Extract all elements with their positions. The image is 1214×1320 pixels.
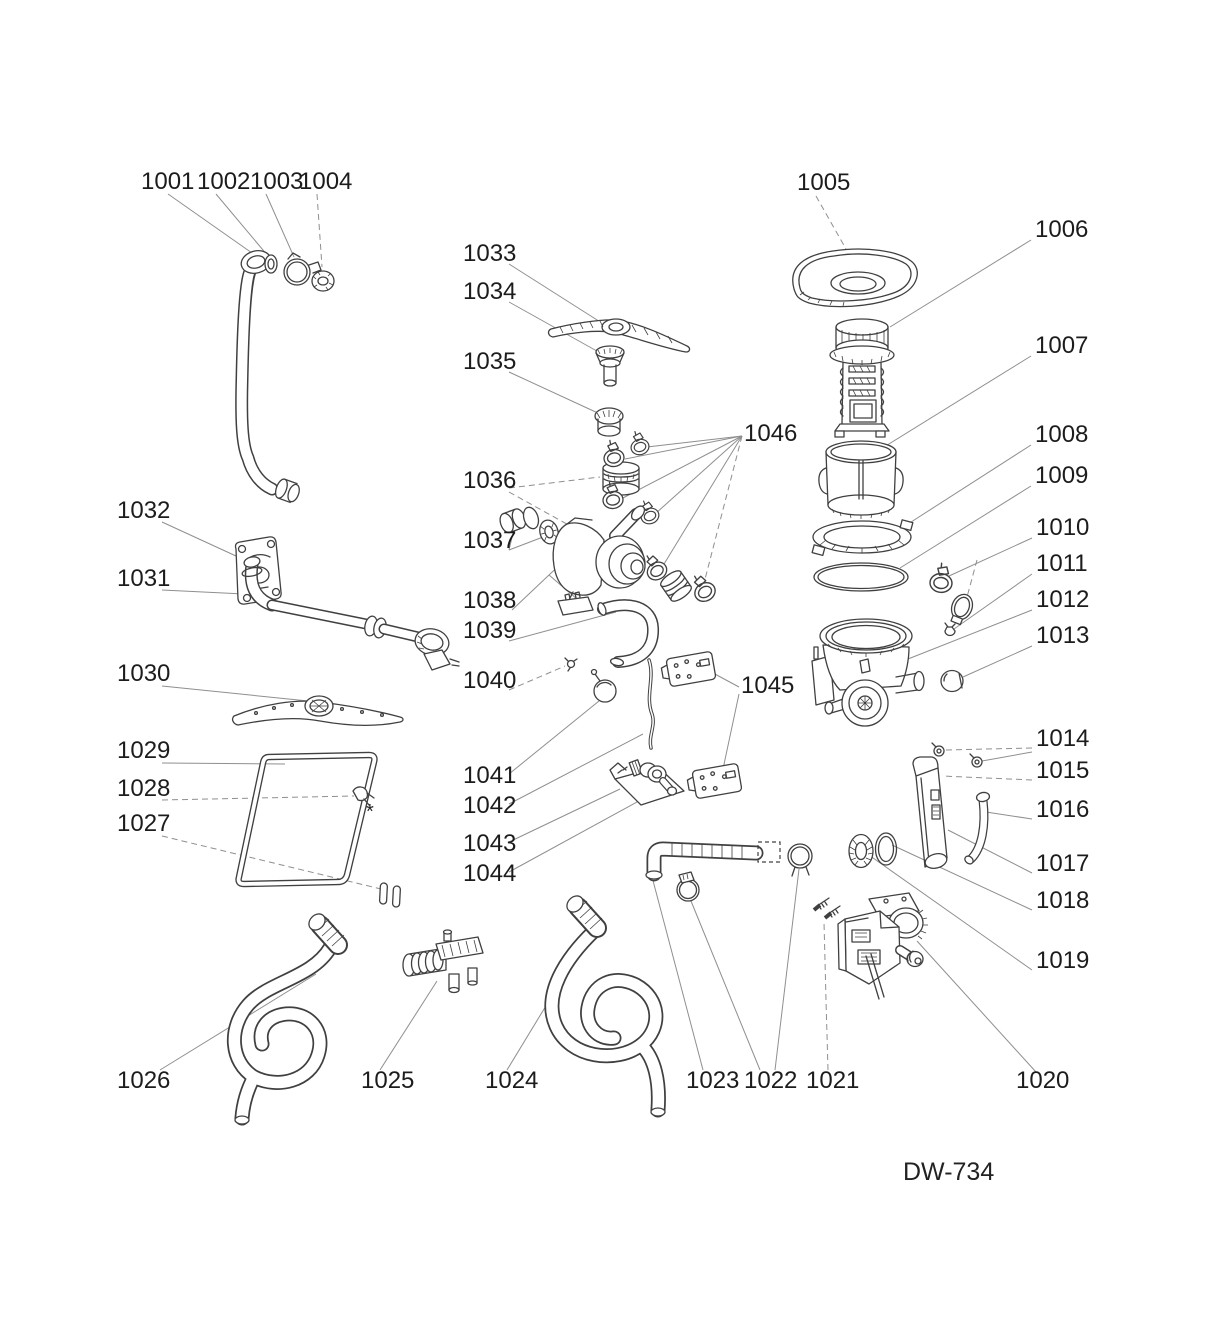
part-1025-inlet-valve	[402, 929, 484, 994]
part-label-1019: 1019	[1036, 947, 1089, 974]
part-1016-elbow-tube	[964, 791, 991, 865]
part-label-1031: 1031	[117, 565, 170, 592]
part-label-1016: 1016	[1036, 796, 1089, 823]
part-label-1039: 1039	[463, 617, 516, 644]
part-label-1017: 1017	[1036, 850, 1089, 877]
part-label-1013: 1013	[1036, 622, 1089, 649]
part-1018-o-ring	[874, 832, 898, 866]
part-label-1015: 1015	[1036, 757, 1089, 784]
part-1006-filter-cylinder	[829, 318, 895, 438]
part-label-1041: 1041	[463, 762, 516, 789]
part-label-1010: 1010	[1036, 514, 1089, 541]
part-label-1046: 1046	[744, 420, 797, 447]
part-label-1004: 1004	[299, 168, 352, 195]
part-label-1001: 1001	[141, 168, 194, 195]
part-1012-sump	[811, 618, 925, 727]
part-label-1030: 1030	[117, 660, 170, 687]
part-label-1028: 1028	[117, 775, 170, 802]
part-label-1025: 1025	[361, 1067, 414, 1094]
part-drawings	[227, 248, 991, 1126]
part-label-1045: 1045	[741, 672, 794, 699]
part-1036-couplers	[602, 461, 692, 602]
part-1030-lower-spray-arm	[231, 695, 404, 726]
part-1002-seal	[264, 254, 278, 274]
part-label-1024: 1024	[485, 1067, 538, 1094]
part-label-1042: 1042	[463, 792, 516, 819]
part-label-1012: 1012	[1036, 586, 1089, 613]
part-label-1038: 1038	[463, 587, 516, 614]
part-label-1007: 1007	[1035, 332, 1088, 359]
part-label-1008: 1008	[1035, 421, 1088, 448]
part-label-1036: 1036	[463, 467, 516, 494]
part-1041-cap	[590, 668, 617, 703]
part-1007-filter-cup	[818, 440, 904, 519]
part-vent-assembly	[912, 756, 948, 869]
diagram-code: DW-734	[903, 1158, 994, 1186]
part-1022-clamps	[676, 843, 813, 902]
part-1010-clamps	[928, 561, 974, 626]
part-1013-cap	[940, 669, 964, 693]
part-label-1006: 1006	[1035, 216, 1088, 243]
part-1035-bearing	[594, 407, 624, 437]
part-1045-mount-plates	[659, 650, 743, 801]
part-1042-tube	[647, 658, 655, 750]
part-label-1037: 1037	[463, 527, 516, 554]
part-label-1018: 1018	[1036, 887, 1089, 914]
part-label-1023: 1023	[686, 1067, 739, 1094]
part-label-1033: 1033	[463, 240, 516, 267]
part-1027-pins	[378, 882, 401, 908]
footnote-asterisk: *	[366, 801, 374, 823]
part-label-1035: 1035	[463, 348, 516, 375]
part-1011-clip	[944, 622, 956, 637]
part-1026-fill-hose	[227, 913, 348, 1126]
part-1028-clip	[352, 786, 375, 806]
part-label-1032: 1032	[117, 497, 170, 524]
part-1029-frame	[235, 751, 378, 888]
part-1004-nut	[311, 270, 335, 292]
part-label-1034: 1034	[463, 278, 516, 305]
part-label-1014: 1014	[1036, 725, 1089, 752]
part-label-1020: 1020	[1016, 1067, 1069, 1094]
part-1034-spray-arm-support	[595, 345, 625, 387]
part-1014-screws	[931, 742, 983, 768]
part-1039-hose	[597, 599, 659, 668]
part-label-1002: 1002	[197, 168, 250, 195]
part-1033-upper-spray-arm	[547, 318, 691, 353]
part-1020-drain-pump	[837, 892, 928, 1000]
part-1003-clamp	[283, 252, 322, 286]
leader-lines	[159, 193, 1037, 1073]
part-label-1003: 1003	[250, 168, 303, 195]
part-1031-conduit	[241, 556, 460, 671]
part-label-1026: 1026	[117, 1067, 170, 1094]
part-1040-clip	[564, 657, 578, 672]
part-1024-drain-hose	[544, 895, 666, 1118]
part-label-1029: 1029	[117, 737, 170, 764]
part-1043-1044-valve-assembly	[609, 759, 685, 806]
part-label-1044: 1044	[463, 860, 516, 887]
part-label-1021: 1021	[806, 1067, 859, 1094]
part-label-1009: 1009	[1035, 462, 1088, 489]
part-1001-fill-tube	[235, 250, 300, 504]
part-1009-o-ring	[813, 562, 909, 592]
part-label-1022: 1022	[744, 1067, 797, 1094]
part-label-1027: 1027	[117, 810, 170, 837]
part-1021-screws	[812, 897, 841, 920]
part-1005-filter-plate	[792, 248, 918, 308]
part-1023-discharge-tube	[645, 841, 781, 882]
part-1037-seal-kit	[499, 506, 559, 545]
part-labels: 1001 1002 1003 1004 1005 1006 1007 1008 …	[117, 168, 1089, 1186]
part-label-1040: 1040	[463, 667, 516, 694]
part-1038-circulation-pump	[552, 505, 646, 616]
part-1019-disc	[848, 833, 874, 869]
part-label-1011: 1011	[1036, 550, 1088, 577]
part-label-1043: 1043	[463, 830, 516, 857]
part-1008-support-ring	[811, 519, 914, 557]
part-label-1005: 1005	[797, 169, 850, 196]
